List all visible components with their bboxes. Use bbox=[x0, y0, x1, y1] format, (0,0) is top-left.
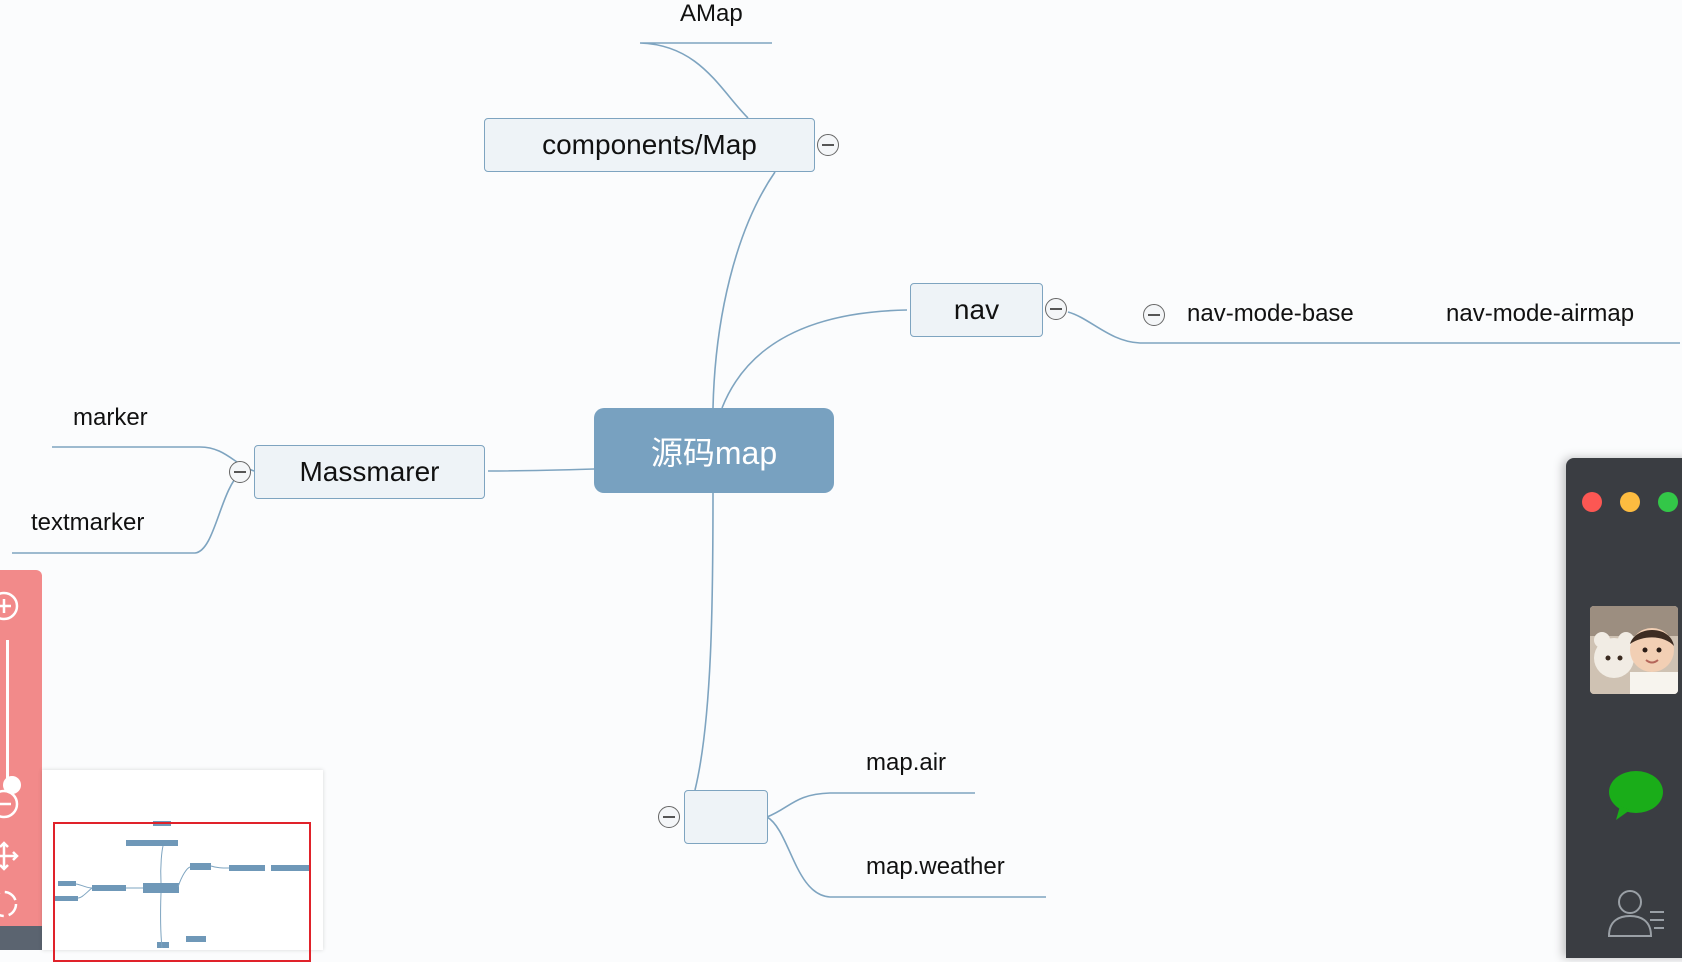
link-unnamed-mapair bbox=[766, 792, 975, 818]
subtopic-nav-mode-airmap[interactable]: nav-mode-airmap bbox=[1446, 300, 1635, 327]
topic-massmarer[interactable]: Massmarer bbox=[254, 445, 485, 499]
topic-nav[interactable]: nav bbox=[910, 283, 1043, 337]
contacts-icon[interactable] bbox=[1606, 888, 1666, 938]
subtopic-amap[interactable]: AMap bbox=[680, 0, 743, 27]
topic-unnamed[interactable] bbox=[684, 790, 768, 844]
link-massmarer-marker bbox=[52, 446, 255, 472]
chat-bubble-icon[interactable] bbox=[1608, 770, 1664, 822]
collapse-unnamed-toggle[interactable] bbox=[658, 806, 680, 828]
window-close-button[interactable] bbox=[1582, 492, 1602, 512]
window-zoom-button[interactable] bbox=[1658, 492, 1678, 512]
subtopic-map-weather[interactable]: map.weather bbox=[866, 853, 1005, 880]
collapse-nav-mode-base-toggle[interactable] bbox=[1143, 304, 1165, 326]
zoom-toolbar bbox=[0, 570, 42, 950]
move-icon[interactable] bbox=[0, 840, 20, 872]
subtopic-marker[interactable]: marker bbox=[73, 404, 148, 431]
zoom-in-icon[interactable] bbox=[0, 590, 20, 622]
minimap[interactable] bbox=[42, 770, 323, 962]
link-root-components bbox=[712, 171, 776, 409]
zoom-out-icon[interactable] bbox=[0, 788, 20, 820]
zoom-slider-knob[interactable] bbox=[3, 776, 21, 794]
subtopic-textmarker[interactable]: textmarker bbox=[31, 509, 145, 536]
topic-label: nav bbox=[953, 294, 1000, 325]
link-components-amap bbox=[639, 42, 772, 119]
topic-label: components/Map bbox=[542, 129, 757, 160]
collapse-massmarer-toggle[interactable] bbox=[229, 461, 251, 483]
avatar[interactable] bbox=[1590, 606, 1678, 694]
link-root-massmarer bbox=[487, 468, 595, 472]
window-minimize-button[interactable] bbox=[1620, 492, 1640, 512]
zoom-slider-track[interactable] bbox=[3, 640, 21, 794]
target-icon[interactable] bbox=[0, 888, 20, 920]
topic-components-map[interactable]: components/Map bbox=[484, 118, 815, 172]
minimap-viewport-frame[interactable] bbox=[53, 822, 311, 962]
toolbar-footer bbox=[0, 926, 42, 950]
avatar-photo bbox=[1590, 606, 1678, 694]
root-topic-label: 源码map bbox=[650, 434, 778, 471]
root-topic[interactable]: 源码map bbox=[594, 408, 834, 493]
collapse-nav-toggle[interactable] bbox=[1045, 298, 1067, 320]
link-root-nav bbox=[721, 309, 908, 409]
topic-label: Massmarer bbox=[299, 456, 440, 487]
collapse-components-toggle[interactable] bbox=[817, 134, 839, 156]
link-root-unnamed bbox=[694, 492, 714, 791]
subtopic-map-air[interactable]: map.air bbox=[866, 749, 947, 776]
chat-app-panel bbox=[1566, 458, 1682, 958]
subtopic-nav-mode-base[interactable]: nav-mode-base bbox=[1187, 300, 1354, 327]
